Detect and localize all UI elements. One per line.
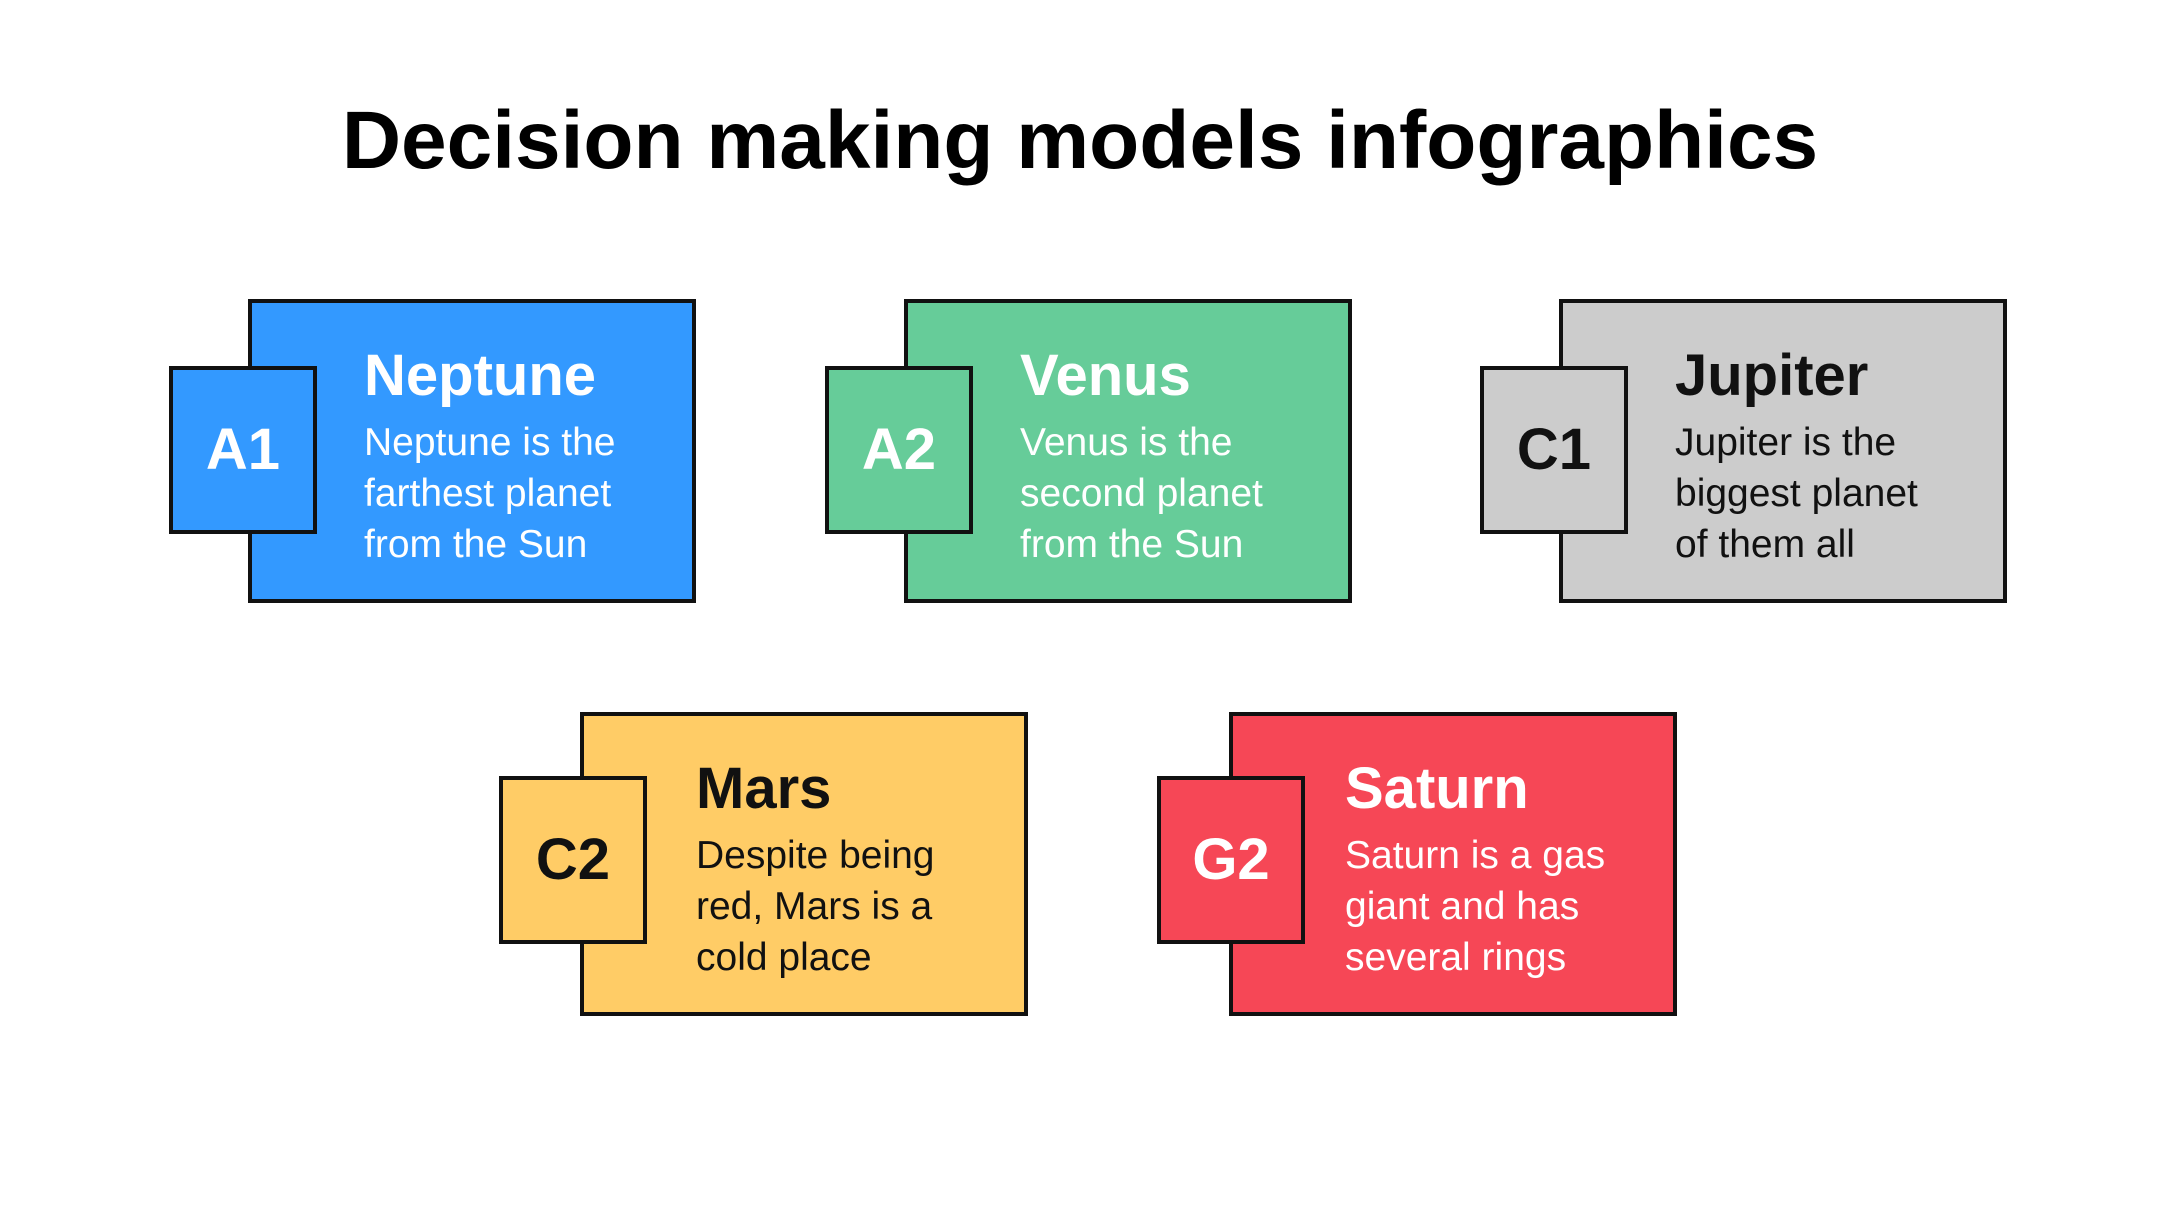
- card-title: Venus: [1020, 343, 1191, 408]
- card-description: Jupiter is the biggest planet of them al…: [1675, 421, 1918, 566]
- card-mars: Mars Despite being red, Mars is a cold p…: [580, 712, 1028, 1016]
- card-neptune: Neptune Neptune is the farthest planet f…: [248, 299, 696, 603]
- card-text: Saturn Saturn is a gas giant and has sev…: [1345, 760, 1665, 983]
- card-venus: Venus Venus is the second planet from th…: [904, 299, 1352, 603]
- card-title: Saturn: [1345, 756, 1529, 821]
- card-title: Mars: [696, 756, 832, 821]
- badge-c1: C1: [1480, 366, 1628, 534]
- badge-a2: A2: [825, 366, 973, 534]
- card-description: Saturn is a gas giant and has several ri…: [1345, 834, 1606, 979]
- badge-a1: A1: [169, 366, 317, 534]
- card-text: Neptune Neptune is the farthest planet f…: [364, 347, 684, 570]
- card-description: Venus is the second planet from the Sun: [1020, 421, 1263, 566]
- page-title: Decision making models infographics: [341, 95, 1819, 186]
- card-title: Neptune: [364, 343, 596, 408]
- card-text: Jupiter Jupiter is the biggest planet of…: [1675, 347, 1995, 570]
- badge-g2: G2: [1157, 776, 1305, 944]
- card-jupiter: Jupiter Jupiter is the biggest planet of…: [1559, 299, 2007, 603]
- card-description: Despite being red, Mars is a cold place: [696, 834, 935, 979]
- card-description: Neptune is the farthest planet from the …: [364, 421, 616, 566]
- card-text: Venus Venus is the second planet from th…: [1020, 347, 1340, 570]
- card-title: Jupiter: [1675, 343, 1869, 408]
- card-text: Mars Despite being red, Mars is a cold p…: [696, 760, 1016, 983]
- badge-c2: C2: [499, 776, 647, 944]
